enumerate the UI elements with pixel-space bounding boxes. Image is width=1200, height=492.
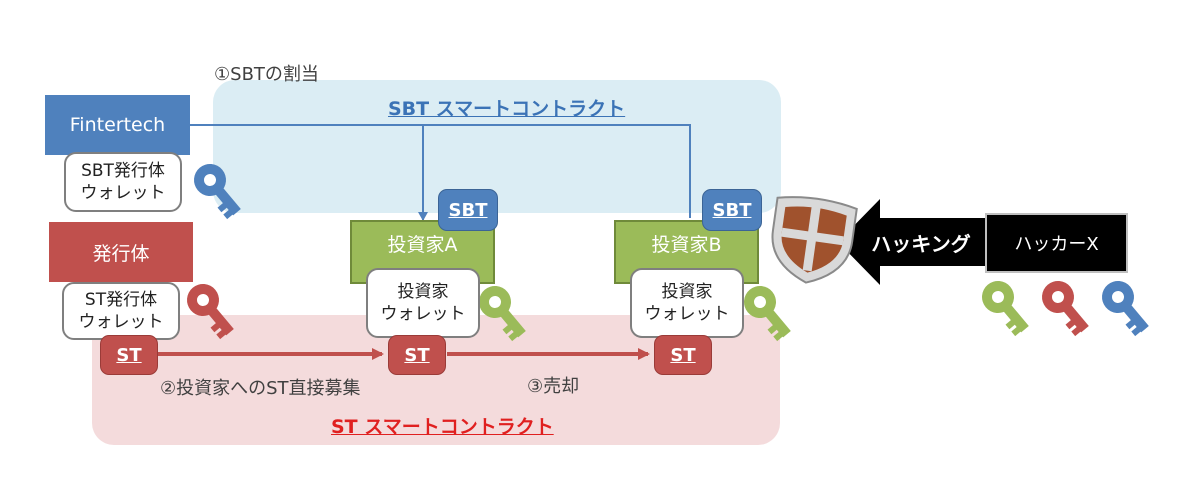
arrow-left-icon (838, 199, 986, 285)
wallet-line-1: ST発行体 (84, 290, 158, 310)
key-icon-green (744, 286, 791, 342)
key-icon-red (1042, 281, 1089, 337)
wallet-line-2: ウォレット (80, 183, 166, 203)
issuer-box: 発行体 (49, 222, 193, 282)
sbt-token-b: SBT (702, 189, 762, 231)
wallet-line-1: SBT発行体 (81, 161, 165, 181)
key-icon-green (982, 281, 1029, 337)
investor-a-wallet: 投資家 ウォレット (366, 268, 480, 338)
sbt-contract-title: SBT スマートコントラクト (388, 98, 626, 120)
sbt-smart-contract-region (213, 80, 781, 213)
sbt-token-a: SBT (438, 189, 498, 231)
key-icon-blue (194, 164, 241, 220)
st-contract-title: ST スマートコントラクト (331, 416, 554, 438)
step2-label: ②投資家へのST直接募集 (160, 378, 361, 399)
hacker-box: ハッカーX (985, 213, 1128, 273)
sbt-issuer-wallet: SBT発行体 ウォレット (64, 152, 182, 212)
st-token-b: ST (654, 335, 712, 375)
wallet-line-2: ウォレット (78, 312, 164, 332)
wallet-line-1: 投資家 (397, 282, 449, 302)
st-issuer-wallet: ST発行体 ウォレット (62, 282, 180, 340)
key-icon-green (479, 286, 526, 342)
shield-icon (771, 196, 858, 284)
investor-b-wallet: 投資家 ウォレット (630, 268, 744, 338)
st-token-a: ST (388, 335, 446, 375)
sbt-assign-line (190, 124, 691, 218)
wallet-line-1: 投資家 (661, 282, 713, 302)
step1-label: ①SBTの割当 (214, 64, 319, 85)
key-icon-red (187, 284, 234, 340)
fintertech-box: Fintertech (45, 95, 190, 155)
wallet-line-2: ウォレット (380, 304, 466, 324)
step3-label: ③売却 (527, 376, 580, 397)
wallet-line-2: ウォレット (644, 304, 730, 324)
hacking-label: ハッキング (871, 231, 971, 256)
key-icon-blue (1102, 281, 1149, 337)
st-token-issuer: ST (100, 335, 158, 375)
